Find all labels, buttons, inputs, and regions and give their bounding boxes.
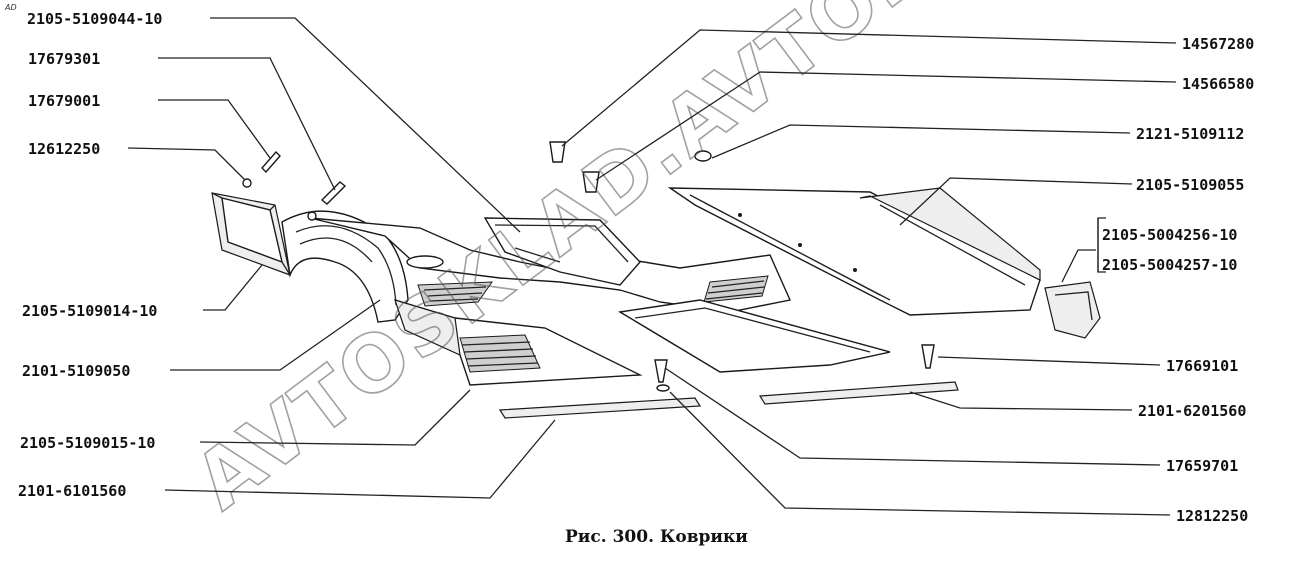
part-label: 2105-5109044-10 <box>27 10 162 28</box>
label-bracket <box>1097 217 1106 273</box>
corner-mark: AD <box>4 3 17 12</box>
part-label: 2101-6201560 <box>1138 402 1246 420</box>
sill-trim-left <box>498 397 702 419</box>
rear-floor-cover <box>483 217 641 286</box>
part-label: 2105-5004257-10 <box>1102 256 1237 274</box>
rear-floor-mat <box>309 217 791 313</box>
part-label: 2105-5109015-10 <box>20 434 155 452</box>
front-center-mat <box>617 299 891 373</box>
side-bracket <box>1044 281 1101 339</box>
part-label: 2121-5109112 <box>1136 125 1244 143</box>
mat-hole <box>406 255 444 269</box>
figure-caption: Рис. 300. Коврики <box>565 527 748 547</box>
floor-mats-illustration <box>211 141 1101 419</box>
part-label: 14567280 <box>1182 35 1254 53</box>
part-label: 17669101 <box>1166 357 1238 375</box>
labels-right: 14567280 14566580 2121-5109112 2105-5109… <box>1102 35 1254 525</box>
labels-left: 2105-5109044-10 17679301 17679001 126122… <box>18 10 162 500</box>
sill-trim-right <box>758 381 959 405</box>
part-label: 2105-5004256-10 <box>1102 226 1237 244</box>
part-label: 2101-6101560 <box>18 482 126 500</box>
part-label: 2101-5109050 <box>22 362 130 380</box>
part-label: 12612250 <box>28 140 100 158</box>
part-label: 14566580 <box>1182 75 1254 93</box>
part-label: 17659701 <box>1166 457 1238 475</box>
part-label: 2105-5109014-10 <box>22 302 157 320</box>
leader-lines <box>127 17 1177 516</box>
part-label: 12812250 <box>1176 507 1248 525</box>
part-label: 17679301 <box>28 50 100 68</box>
part-label: 2105-5109055 <box>1136 176 1244 194</box>
fasteners <box>242 141 935 392</box>
part-label: 17679001 <box>28 92 100 110</box>
